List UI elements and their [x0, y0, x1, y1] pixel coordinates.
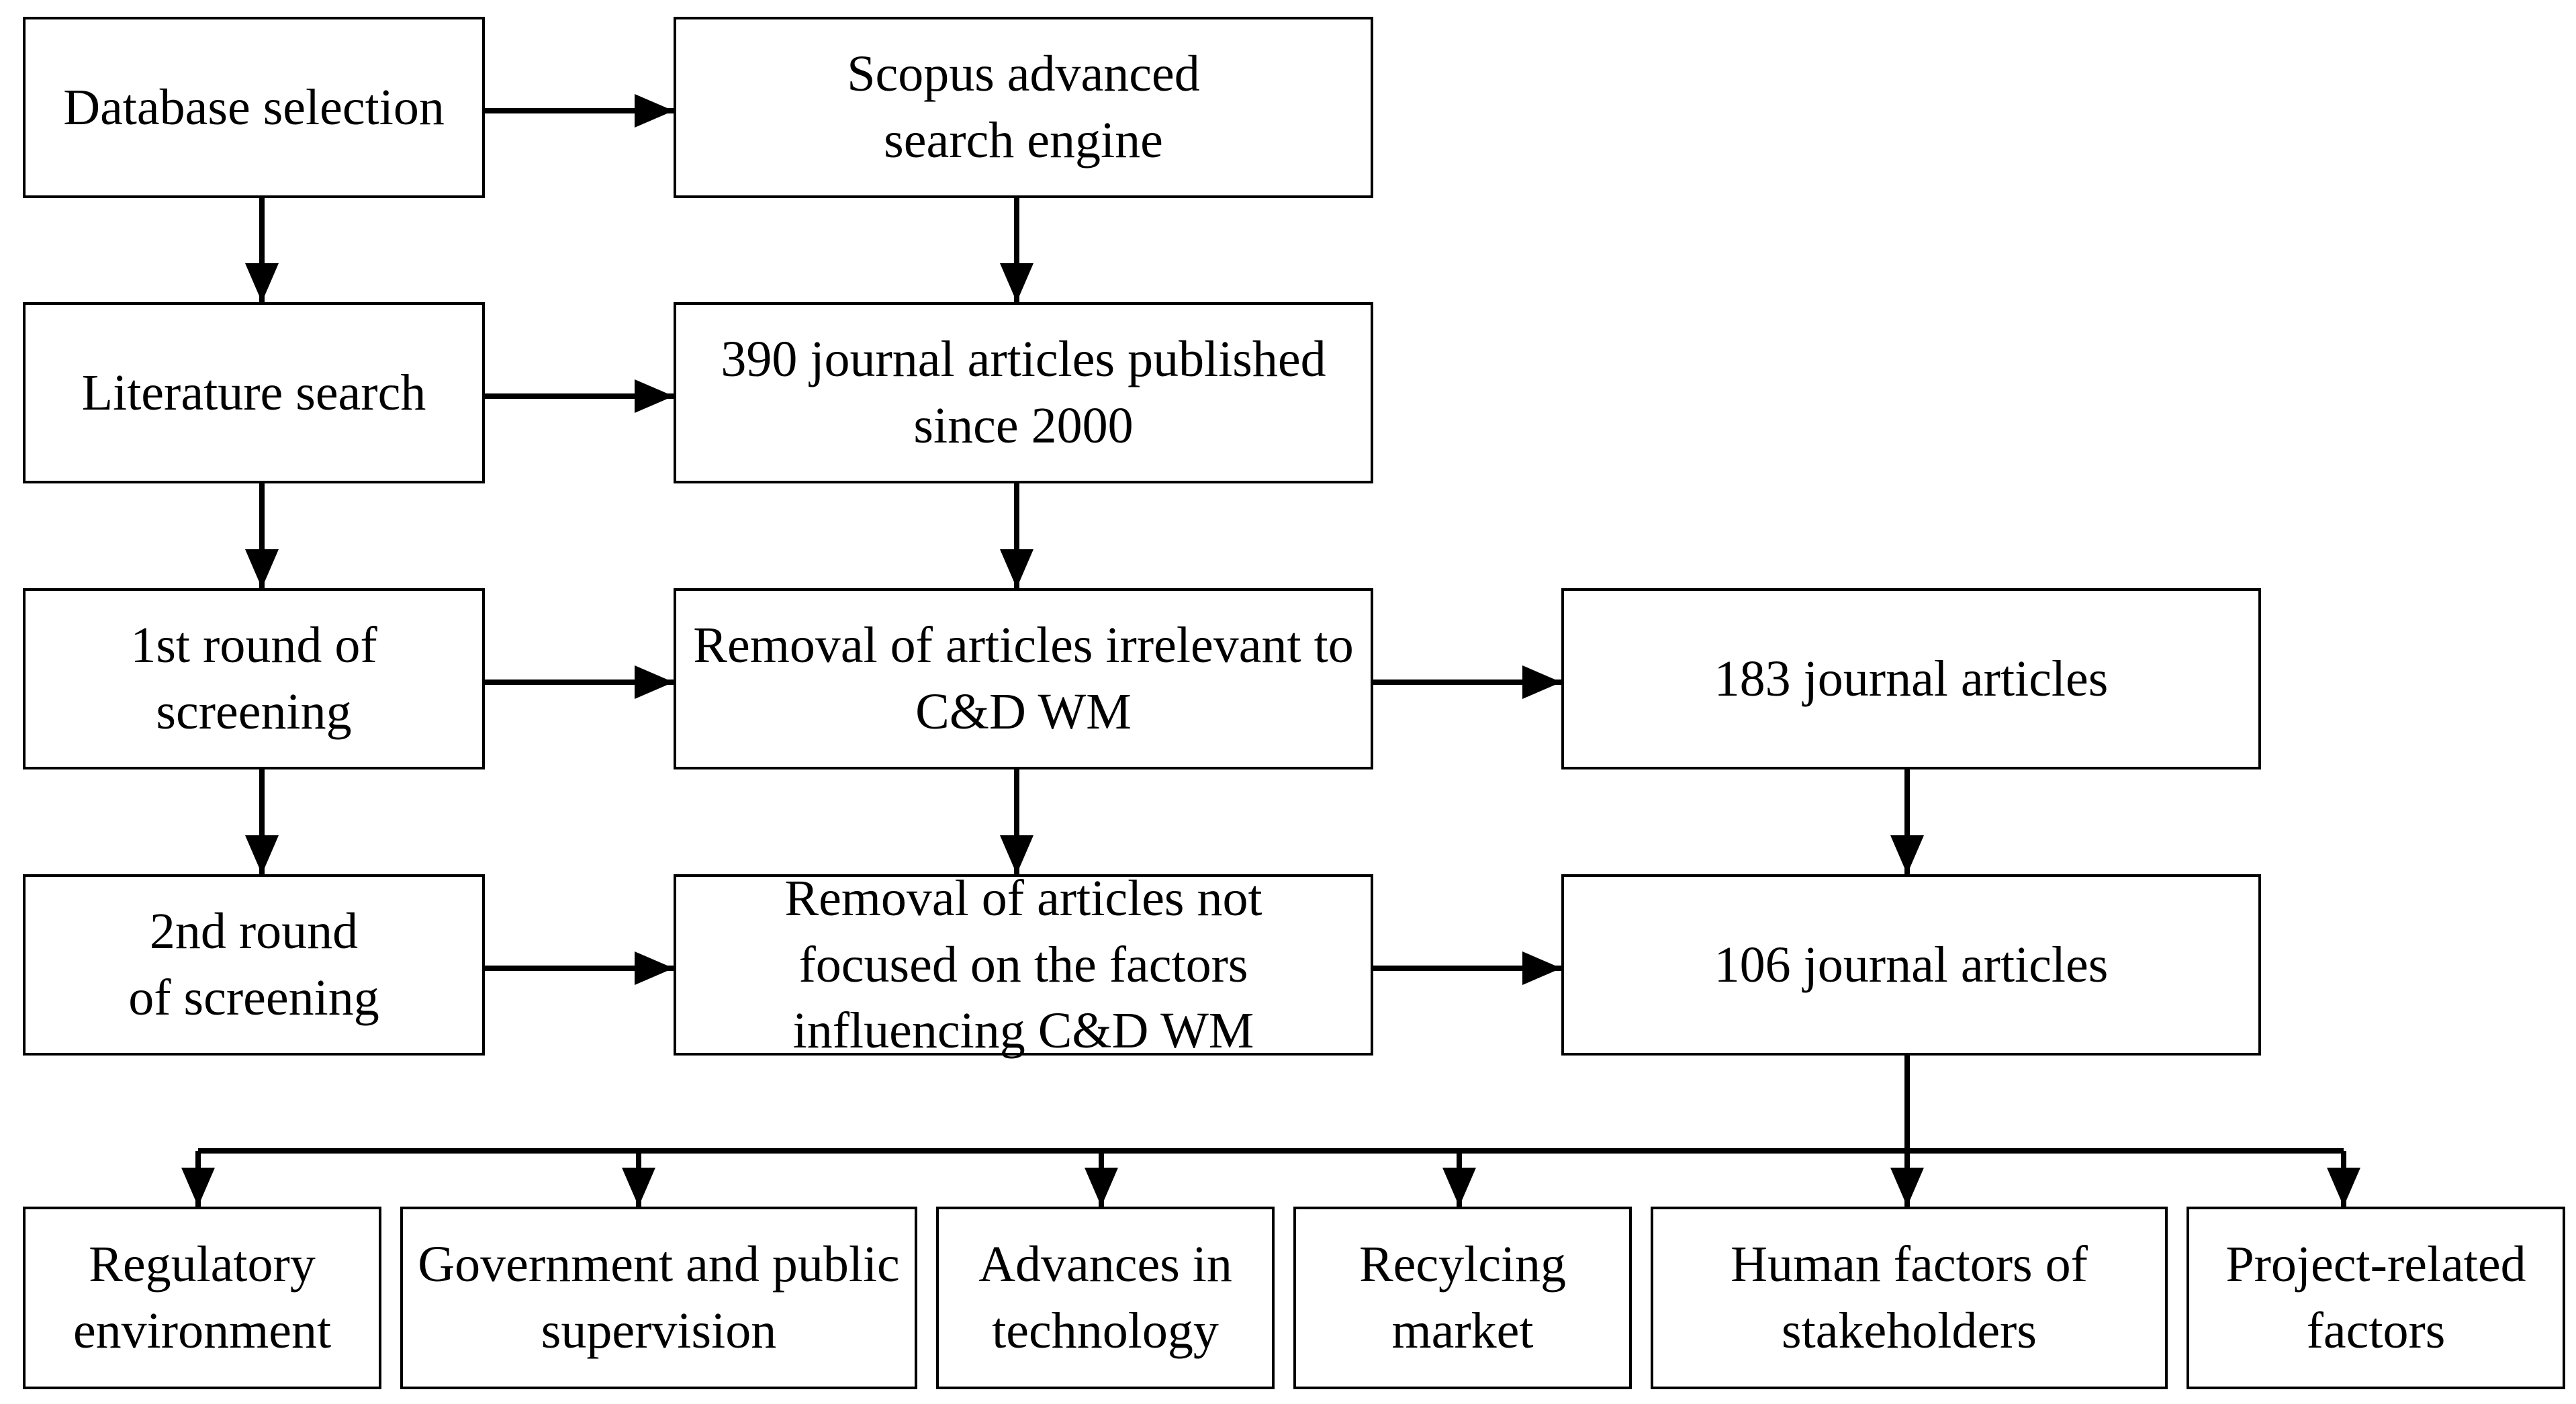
scopus-search-label: Scopus advanced search engine: [847, 46, 1200, 169]
articles-106-box: 106 journal articles: [1561, 874, 2261, 1056]
factor-technology-box: Advances in technology: [936, 1207, 1275, 1389]
literature-search-label: Literature search: [81, 364, 426, 421]
factor-human-box: Human factors of stakeholders: [1651, 1207, 2168, 1389]
database-selection-box: Database selection: [23, 17, 485, 198]
literature-search-box: Literature search: [23, 302, 485, 483]
articles-183-label: 183 journal articles: [1714, 650, 2109, 707]
removal-not-focused-label: Removal of articles not focused on the f…: [784, 870, 1262, 1060]
scopus-search-box: Scopus advanced search engine: [674, 17, 1373, 198]
second-screening-box: 2nd round of screening: [23, 874, 485, 1056]
factor-government-box: Government and public supervision: [400, 1207, 917, 1389]
removal-irrelevant-label: Removal of articles irrelevant to C&D WM: [693, 617, 1354, 740]
factor-recycling-label: Recylcing market: [1359, 1236, 1567, 1359]
removal-irrelevant-box: Removal of articles irrelevant to C&D WM: [674, 588, 1373, 769]
database-selection-label: Database selection: [63, 79, 445, 136]
factor-government-label: Government and public supervision: [418, 1236, 900, 1359]
factor-regulatory-box: Regulatory environment: [23, 1207, 381, 1389]
factor-recycling-box: Recylcing market: [1293, 1207, 1632, 1389]
second-screening-label: 2nd round of screening: [128, 903, 379, 1026]
factor-technology-label: Advances in technology: [978, 1236, 1232, 1359]
first-screening-box: 1st round of screening: [23, 588, 485, 769]
factor-regulatory-label: Regulatory environment: [73, 1236, 332, 1359]
factor-project-label: Project-related factors: [2225, 1236, 2526, 1359]
articles-183-box: 183 journal articles: [1561, 588, 2261, 769]
first-screening-label: 1st round of screening: [130, 617, 377, 740]
articles-390-label: 390 journal articles published since 200…: [721, 331, 1326, 454]
removal-not-focused-box: Removal of articles not focused on the f…: [674, 870, 1373, 1059]
factor-human-label: Human factors of stakeholders: [1731, 1236, 2088, 1359]
factor-project-box: Project-related factors: [2187, 1207, 2565, 1389]
articles-106-label: 106 journal articles: [1714, 936, 2109, 993]
articles-390-box: 390 journal articles published since 200…: [674, 302, 1373, 483]
